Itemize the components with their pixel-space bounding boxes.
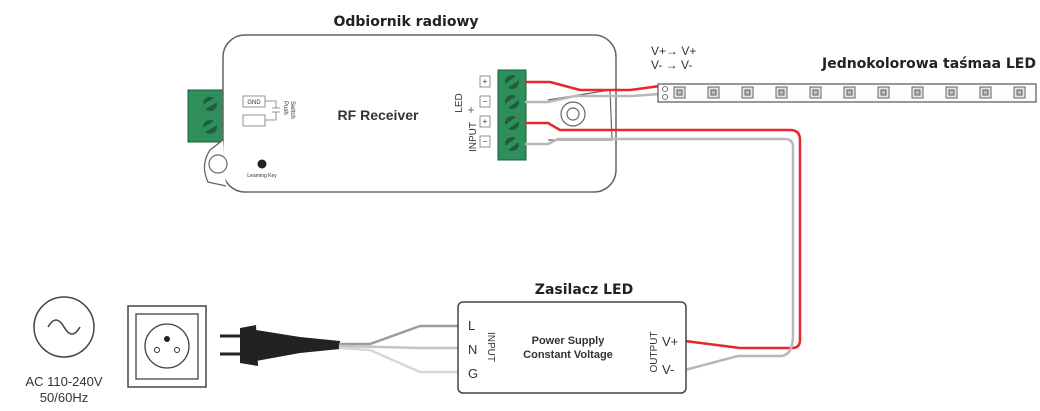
strip-title: Jednokolorowa taśmaa LED: [821, 56, 1036, 72]
learning-key-button[interactable]: [257, 159, 267, 169]
mains-wires: [338, 324, 464, 374]
psu-terminal-n: N: [468, 342, 477, 357]
psu-output-label: OUTPUT: [649, 331, 660, 372]
led-strip: [657, 83, 1037, 103]
mains-plug: [220, 325, 340, 366]
svg-text:−: −: [483, 97, 488, 106]
psu-title: Zasilacz LED: [535, 282, 633, 298]
psu-body: [457, 301, 687, 394]
input-port-label: INPUT: [468, 122, 479, 152]
wall-socket: [127, 305, 207, 388]
svg-text:+: +: [483, 77, 488, 86]
psu-out-positive: V+: [662, 334, 678, 349]
led-chip-core: [710, 89, 717, 96]
svg-text:−: −: [483, 137, 488, 146]
ac-source: [33, 296, 95, 358]
rf-receiver: GND Push Switch Learning Key RF Receiver…: [187, 34, 617, 193]
psu-input-label: INPUT: [485, 332, 496, 362]
psu-terminal-g: G: [468, 366, 478, 381]
led-chip-core: [880, 89, 887, 96]
psu-line2: Constant Voltage: [523, 349, 613, 361]
ac-frequency: 50/60Hz: [40, 390, 88, 405]
led-chips: [673, 86, 1026, 99]
svg-text:+: +: [483, 117, 488, 126]
receiver-title: Odbiornik radiowy: [333, 14, 478, 30]
led-chip-core: [744, 89, 751, 96]
led-chip-core: [812, 89, 819, 96]
led-chip-core: [948, 89, 955, 96]
led-chip-core: [914, 89, 921, 96]
led-chip-core: [846, 89, 853, 96]
rf-receiver-label: RF Receiver: [338, 107, 419, 123]
psu-out-negative: V-: [662, 362, 674, 377]
led-chip-core: [982, 89, 989, 96]
mapping-positive: V+→ V+: [651, 44, 696, 58]
psu-terminal-l: L: [468, 318, 475, 333]
mapping-negative: V- → V-: [651, 58, 692, 72]
led-chip-core: [778, 89, 785, 96]
learning-key-label: Learning Key: [247, 173, 277, 179]
receiver-wires: [524, 80, 802, 372]
power-supply: L N G INPUT Power Supply Constant Voltag…: [457, 301, 687, 394]
led-chip-core: [1016, 89, 1023, 96]
ac-voltage: AC 110-240V: [25, 374, 102, 389]
gnd-label: GND: [247, 100, 261, 106]
led-chip-core: [676, 89, 683, 96]
push-switch-label: Push Switch: [282, 101, 295, 119]
led-port-label: LED: [454, 93, 465, 112]
psu-line1: Power Supply: [532, 335, 606, 347]
